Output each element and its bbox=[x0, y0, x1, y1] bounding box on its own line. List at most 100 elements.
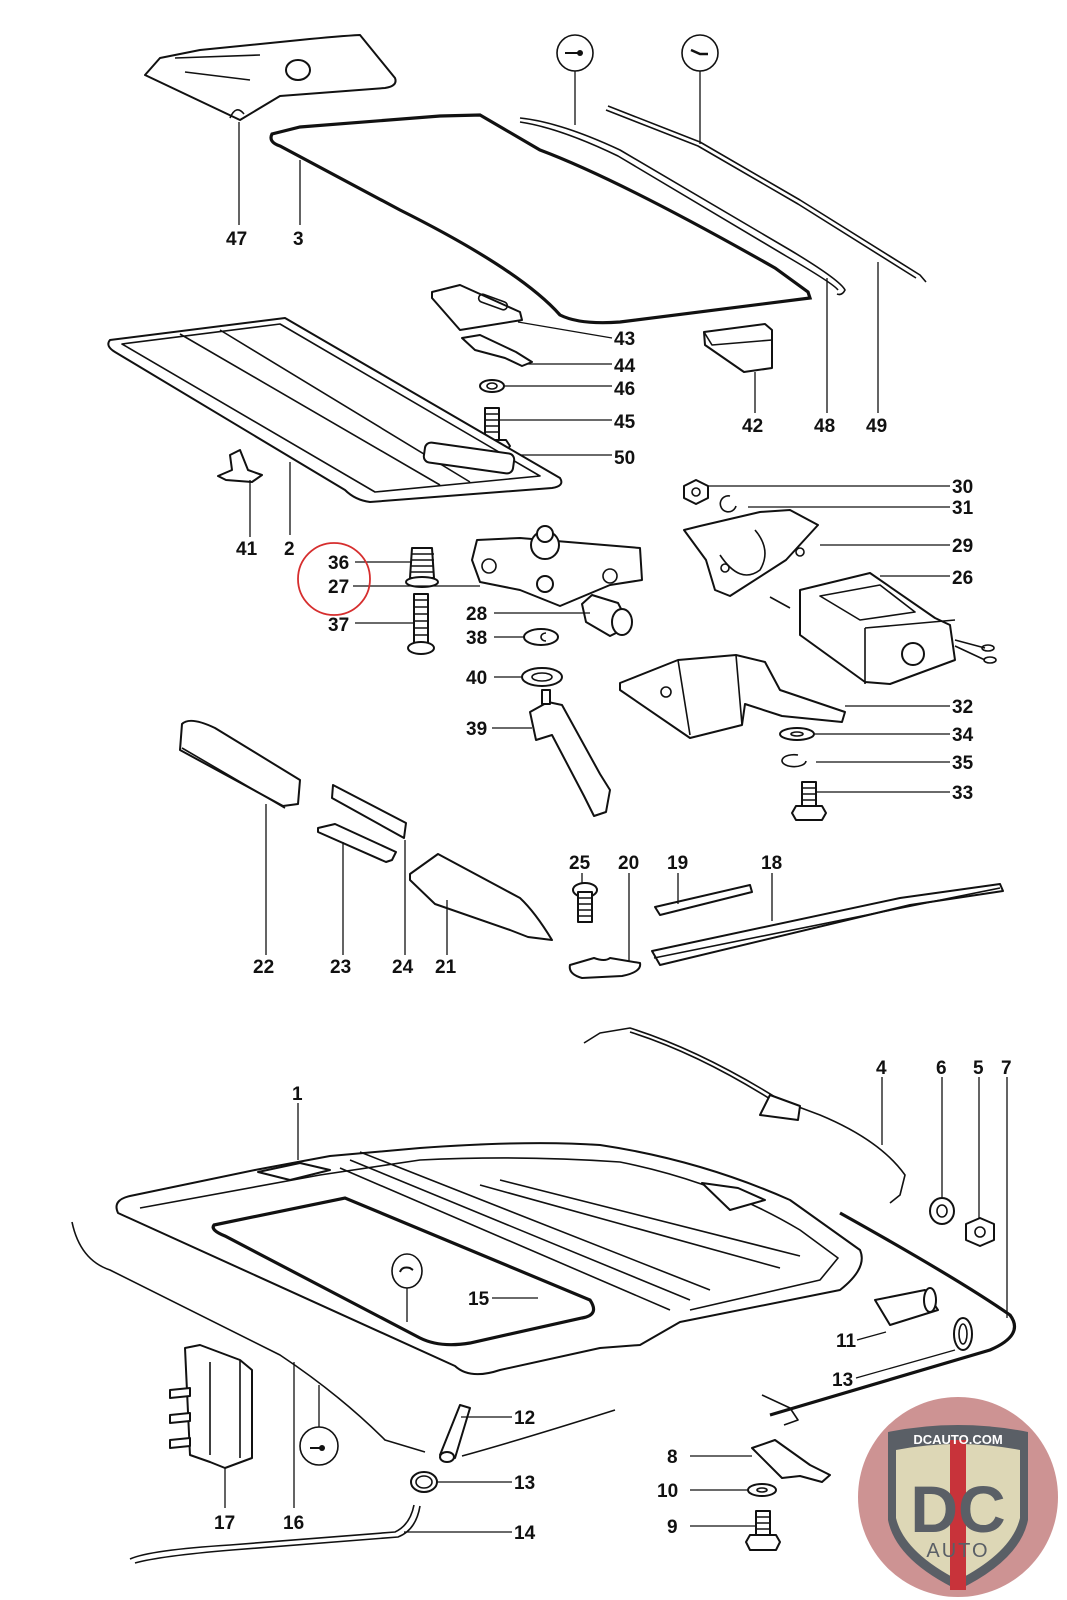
part-25-screw[interactable] bbox=[572, 873, 598, 923]
callout-3[interactable]: 3 bbox=[293, 229, 304, 250]
callout-1[interactable]: 1 bbox=[292, 1084, 303, 1105]
part-20-cover-cap[interactable] bbox=[568, 873, 642, 979]
part-43-guide-bracket[interactable] bbox=[431, 284, 613, 339]
callout-42[interactable]: 42 bbox=[742, 416, 763, 437]
part-15-seal-window[interactable] bbox=[211, 1196, 596, 1347]
part-24-seal[interactable] bbox=[331, 784, 407, 955]
part-19-strip[interactable] bbox=[654, 873, 753, 916]
part-44-spacer-plate[interactable] bbox=[461, 334, 612, 367]
part-40-washer[interactable] bbox=[494, 667, 563, 687]
part-11-hose-connector[interactable] bbox=[856, 1287, 939, 1341]
part-23-guide-plate[interactable] bbox=[317, 823, 397, 955]
callout-43[interactable]: 43 bbox=[614, 329, 635, 350]
callout-14[interactable]: 14 bbox=[514, 1523, 536, 1544]
part-6-washer[interactable] bbox=[929, 1077, 955, 1225]
watermark-stripe bbox=[950, 1440, 966, 1590]
callout-34[interactable]: 34 bbox=[952, 725, 974, 746]
callout-23[interactable]: 23 bbox=[330, 957, 351, 978]
part-48-seal-strip[interactable] bbox=[519, 117, 846, 413]
part-3-glass-panel[interactable] bbox=[269, 113, 813, 325]
callout-10[interactable]: 10 bbox=[657, 1481, 678, 1502]
part-30-nut[interactable] bbox=[683, 479, 950, 505]
callout-25[interactable]: 25 bbox=[569, 853, 591, 874]
part-12-hose-connector[interactable] bbox=[439, 1404, 616, 1463]
callout-18[interactable]: 18 bbox=[761, 853, 782, 874]
callout-28[interactable]: 28 bbox=[466, 604, 487, 625]
part-42-stop-block[interactable] bbox=[703, 323, 773, 413]
part-31-spring-washer[interactable] bbox=[719, 495, 950, 513]
part-35-spring-washer[interactable] bbox=[781, 753, 950, 768]
part-10-washer[interactable] bbox=[690, 1483, 777, 1497]
part-36-bushing[interactable] bbox=[355, 547, 439, 588]
part-29-motor-bracket[interactable] bbox=[683, 509, 950, 597]
callout-17[interactable]: 17 bbox=[214, 1513, 235, 1534]
part-28-coupling-sleeve[interactable] bbox=[494, 594, 633, 637]
callout-33[interactable]: 33 bbox=[952, 783, 973, 804]
callout-26[interactable]: 26 bbox=[952, 568, 973, 589]
callout-6[interactable]: 6 bbox=[936, 1058, 947, 1079]
callout-13-right[interactable]: 13 bbox=[832, 1370, 853, 1391]
part-14-drain-hose[interactable] bbox=[129, 1504, 512, 1564]
callout-46[interactable]: 46 bbox=[614, 379, 635, 400]
part-34-washer[interactable] bbox=[779, 727, 950, 741]
part-41-clip[interactable] bbox=[217, 449, 263, 537]
part-13-grommet-right[interactable] bbox=[855, 1317, 973, 1379]
callout-35[interactable]: 35 bbox=[952, 753, 974, 774]
callout-7[interactable]: 7 bbox=[1001, 1058, 1012, 1079]
part-21-guide-rail[interactable] bbox=[409, 853, 553, 955]
callout-38[interactable]: 38 bbox=[466, 628, 487, 649]
callout-36[interactable]: 36 bbox=[328, 553, 349, 574]
callout-27[interactable]: 27 bbox=[328, 577, 349, 598]
callout-15[interactable]: 15 bbox=[468, 1289, 490, 1310]
callout-37[interactable]: 37 bbox=[328, 615, 349, 636]
part-27-gear-housing[interactable] bbox=[353, 525, 643, 607]
part-26-electric-motor[interactable] bbox=[769, 572, 997, 685]
part-7-drain-hose[interactable] bbox=[769, 1077, 1016, 1417]
part-46-washer[interactable] bbox=[479, 379, 612, 393]
part-47-deflector[interactable] bbox=[144, 34, 397, 225]
part-13-grommet-left[interactable] bbox=[410, 1471, 512, 1493]
part-37-screw[interactable] bbox=[355, 593, 435, 655]
callout-13-left[interactable]: 13 bbox=[514, 1473, 535, 1494]
part-17-switch[interactable] bbox=[169, 1344, 253, 1508]
callout-19[interactable]: 19 bbox=[667, 853, 688, 874]
part-16-cable[interactable] bbox=[71, 1221, 426, 1508]
callout-45[interactable]: 45 bbox=[614, 412, 636, 433]
callout-12[interactable]: 12 bbox=[514, 1408, 535, 1429]
part-4-drive-cable[interactable] bbox=[583, 1027, 906, 1204]
part-33-bolt[interactable] bbox=[791, 781, 950, 821]
part-18-guide-track[interactable] bbox=[651, 873, 1004, 966]
part-39-crank-handle[interactable] bbox=[492, 689, 611, 817]
callout-50[interactable]: 50 bbox=[614, 448, 635, 469]
callout-20[interactable]: 20 bbox=[618, 853, 639, 874]
callout-39[interactable]: 39 bbox=[466, 719, 487, 740]
callout-48[interactable]: 48 bbox=[814, 416, 835, 437]
callout-16[interactable]: 16 bbox=[283, 1513, 304, 1534]
part-38-circlip[interactable] bbox=[494, 628, 559, 646]
callout-49[interactable]: 49 bbox=[866, 416, 887, 437]
part-2-headliner-frame[interactable] bbox=[107, 317, 612, 535]
callout-4[interactable]: 4 bbox=[876, 1058, 887, 1079]
callout-24[interactable]: 24 bbox=[392, 957, 414, 978]
callout-32[interactable]: 32 bbox=[952, 697, 973, 718]
part-5-nut[interactable] bbox=[965, 1077, 995, 1247]
callout-29[interactable]: 29 bbox=[952, 536, 973, 557]
part-22-guide-rail[interactable] bbox=[179, 719, 301, 955]
callout-30[interactable]: 30 bbox=[952, 477, 973, 498]
callout-47[interactable]: 47 bbox=[226, 229, 247, 250]
callout-21[interactable]: 21 bbox=[435, 957, 457, 978]
callout-40[interactable]: 40 bbox=[466, 668, 487, 689]
callout-22[interactable]: 22 bbox=[253, 957, 274, 978]
callout-11[interactable]: 11 bbox=[836, 1331, 857, 1352]
part-32-mounting-bracket[interactable] bbox=[619, 654, 950, 739]
callout-31[interactable]: 31 bbox=[952, 498, 974, 519]
part-49-trim-strip[interactable] bbox=[605, 105, 927, 413]
callout-2[interactable]: 2 bbox=[284, 539, 295, 560]
callout-44[interactable]: 44 bbox=[614, 356, 636, 377]
callout-9[interactable]: 9 bbox=[667, 1517, 678, 1538]
callout-5[interactable]: 5 bbox=[973, 1058, 984, 1079]
callout-41[interactable]: 41 bbox=[236, 539, 258, 560]
part-9-bolt[interactable] bbox=[690, 1510, 781, 1551]
part-8-bracket[interactable] bbox=[690, 1394, 831, 1483]
callout-8[interactable]: 8 bbox=[667, 1447, 678, 1468]
